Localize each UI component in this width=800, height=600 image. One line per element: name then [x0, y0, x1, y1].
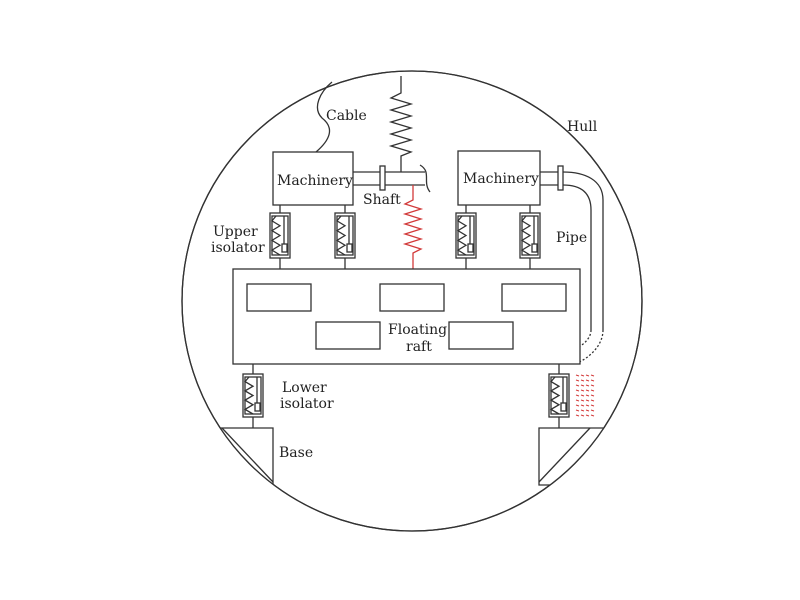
- cable: [315, 81, 333, 153]
- raft-label-line2: raft: [406, 339, 432, 355]
- vibration-dot: [580, 374, 585, 377]
- upper-isolator: [269, 205, 291, 269]
- machinery-left: [272, 151, 354, 206]
- vibration-dot: [575, 414, 580, 417]
- vibration-dots: [575, 374, 595, 417]
- vibration-spring: [402, 185, 424, 269]
- base-left: [182, 427, 274, 486]
- raft-compartment: [448, 321, 514, 350]
- lower-isolator: [242, 364, 264, 428]
- vibration-dot: [585, 399, 590, 402]
- vibration-dot: [580, 389, 585, 392]
- vibration-dot: [585, 389, 590, 392]
- vibration-dot: [575, 389, 580, 392]
- upper-isolator: [455, 205, 477, 269]
- raft-compartment: [315, 321, 381, 350]
- vibration-dot: [575, 384, 580, 387]
- vibration-dot: [590, 384, 595, 387]
- vibration-dot: [580, 414, 585, 417]
- vibration-dot: [575, 374, 580, 377]
- vibration-dot: [580, 379, 585, 382]
- vibration-dot: [575, 394, 580, 397]
- vibration-dot: [585, 394, 590, 397]
- top-spring: [388, 76, 414, 172]
- hull-label: Hull: [567, 119, 598, 135]
- cable-label: Cable: [326, 108, 367, 124]
- vibration-dot: [580, 384, 585, 387]
- vibration-dot: [590, 379, 595, 382]
- vibration-dot: [590, 374, 595, 377]
- upper-isolator: [519, 205, 541, 269]
- vibration-dot: [585, 384, 590, 387]
- vibration-dot: [575, 404, 580, 407]
- vibration-dot: [590, 404, 595, 407]
- raft-compartment: [501, 283, 567, 312]
- shaft: [353, 164, 431, 193]
- vibration-dot: [580, 404, 585, 407]
- vibration-dot: [590, 414, 595, 417]
- vibration-dot: [590, 409, 595, 412]
- lower-isolator: [548, 364, 570, 428]
- machinery-left-label: Machinery: [277, 173, 353, 189]
- vibration-dot: [585, 409, 590, 412]
- machinery-right-label: Machinery: [463, 171, 539, 187]
- pipe: [540, 165, 604, 365]
- vibration-dot: [575, 379, 580, 382]
- vibration-dot: [585, 379, 590, 382]
- lower-isolator-label-line2: isolator: [280, 396, 334, 412]
- base-label: Base: [279, 445, 313, 461]
- vibration-dot: [580, 409, 585, 412]
- vibration-dot: [585, 404, 590, 407]
- base-right-edge: [538, 427, 591, 483]
- machinery-right: [457, 150, 541, 206]
- upper-isolator: [334, 205, 356, 269]
- vibration-dot: [575, 409, 580, 412]
- vibration-dot: [590, 394, 595, 397]
- vibration-dot: [580, 399, 585, 402]
- raft-compartment: [379, 283, 445, 312]
- raft-label-line1: Floating: [388, 322, 447, 338]
- lower-isolator-label-line1: Lower: [282, 380, 327, 396]
- pipe-label: Pipe: [556, 230, 587, 246]
- raft-compartment: [246, 283, 312, 312]
- shaft-label: Shaft: [363, 192, 401, 208]
- vibration-dot: [580, 394, 585, 397]
- vibration-dot: [575, 399, 580, 402]
- upper-isolator-label-line2: isolator: [211, 240, 265, 256]
- upper-isolator-label-line1: Upper: [213, 224, 258, 240]
- vibration-dot: [590, 389, 595, 392]
- vibration-dot: [590, 399, 595, 402]
- hull-outline: [181, 70, 643, 532]
- vibration-dot: [585, 414, 590, 417]
- base-left-edge: [221, 427, 274, 483]
- vibration-dot: [585, 374, 590, 377]
